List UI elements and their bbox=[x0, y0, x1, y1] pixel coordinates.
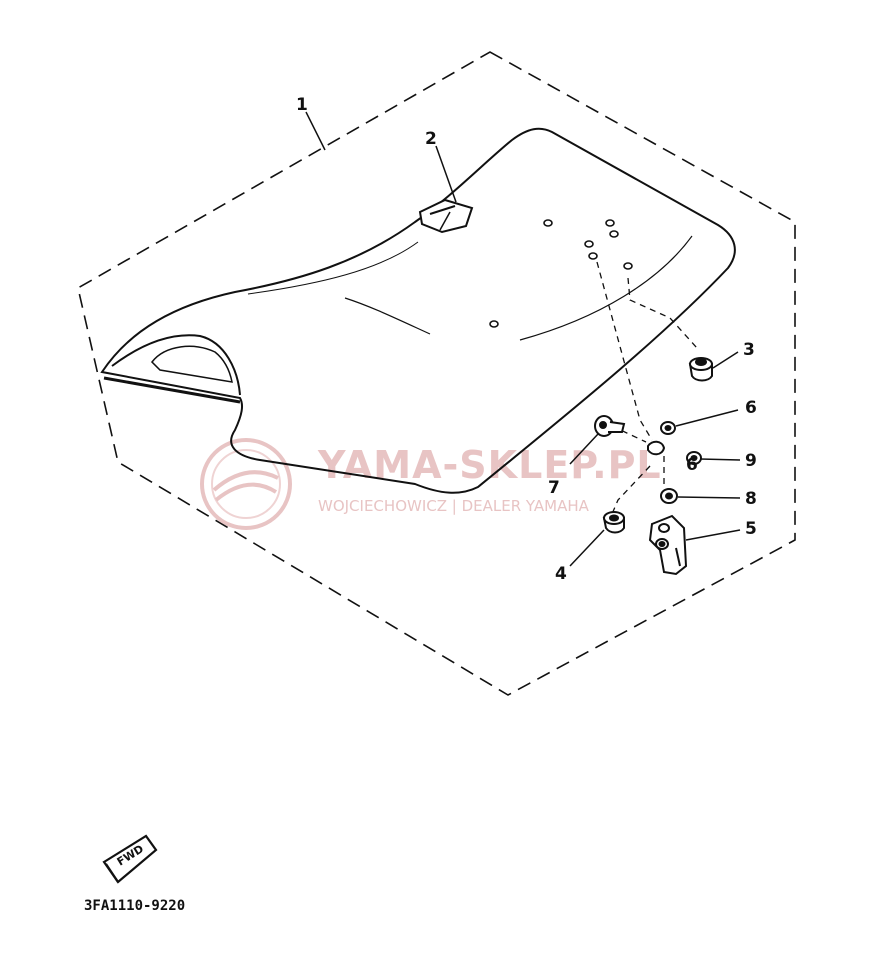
watermark-subtitle: WOJCIECHOWICZ | DEALER YAMAHA bbox=[318, 497, 590, 515]
seat-holes bbox=[489, 219, 633, 328]
part-label-9: 9 bbox=[745, 451, 757, 471]
part-label-2: 2 bbox=[425, 129, 437, 149]
part-label-3: 3 bbox=[743, 340, 755, 360]
assembly-guides bbox=[596, 261, 698, 515]
leader-lines bbox=[305, 111, 741, 567]
seat-strap bbox=[418, 198, 474, 234]
part-label-6: 6 bbox=[745, 398, 757, 418]
seat-rear-edge bbox=[103, 376, 241, 404]
seat-seam bbox=[344, 297, 431, 335]
part-label-7: 7 bbox=[548, 478, 560, 498]
watermark-logo bbox=[200, 438, 292, 530]
watermark-title: YAMA-SKLEP.PL bbox=[317, 443, 662, 487]
seat-crease bbox=[519, 235, 693, 341]
part-label-6b: 6 bbox=[686, 455, 698, 475]
washer-parts bbox=[647, 421, 702, 465]
seat-rear-window bbox=[151, 345, 233, 383]
part-label-5: 5 bbox=[745, 519, 757, 539]
part-label-8: 8 bbox=[745, 489, 757, 509]
nut-part bbox=[660, 488, 678, 504]
assembly-boundary bbox=[77, 51, 796, 696]
part-label-1: 1 bbox=[296, 95, 308, 115]
grommet-part bbox=[602, 511, 625, 534]
bolt-part bbox=[594, 415, 626, 437]
damper-part bbox=[688, 357, 713, 382]
part-label-4: 4 bbox=[555, 564, 567, 584]
seat bbox=[100, 127, 736, 494]
forward-direction-icon: FWD bbox=[102, 834, 158, 884]
seat-rear-lip bbox=[111, 334, 241, 396]
part-labels: 1 2 3 4 5 6 7 8 9 6 bbox=[296, 95, 757, 584]
seat-outline bbox=[100, 127, 736, 494]
drawing-code: 3FA1110-9220 bbox=[84, 898, 185, 914]
watermark: YAMA-SKLEP.PL WOJCIECHOWICZ | DEALER YAM… bbox=[200, 438, 662, 530]
lock-bracket-part bbox=[648, 514, 688, 576]
